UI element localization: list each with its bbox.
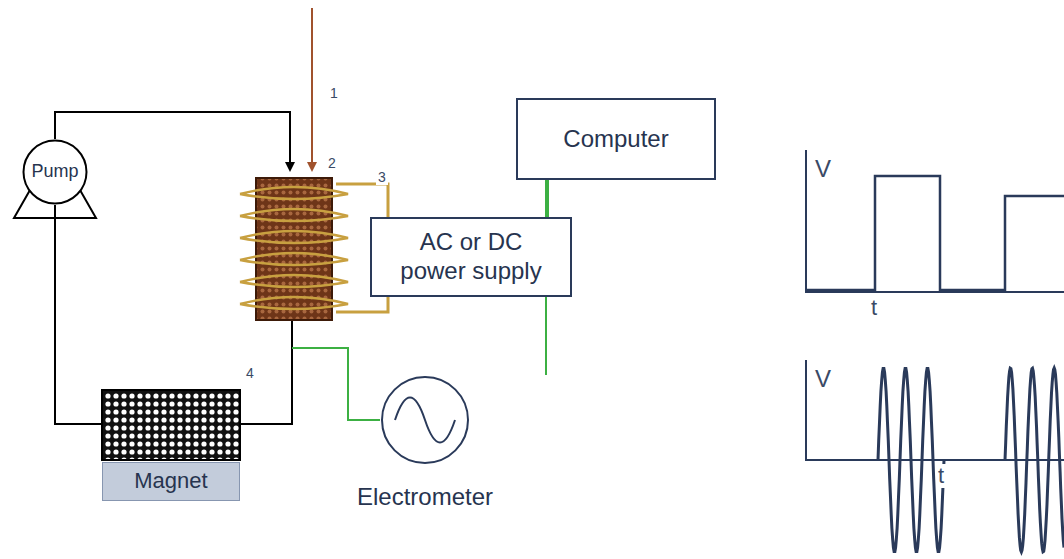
coil-turn <box>240 187 348 199</box>
axis <box>806 150 1064 292</box>
device-box: Computer <box>516 98 716 180</box>
flow-tube <box>55 205 102 424</box>
sine-symbol <box>395 398 455 443</box>
axis-label: t <box>936 464 946 488</box>
device-box: Magnet <box>102 462 240 501</box>
signal-wire <box>292 348 380 420</box>
coil-turn <box>240 231 348 243</box>
flow-tube <box>240 320 292 424</box>
node-label: AC or DC power supply <box>395 228 547 286</box>
node-label: Pump <box>31 161 78 183</box>
coil-turn <box>240 209 348 221</box>
pump-node: Pump <box>22 139 88 205</box>
coil-lead <box>336 184 388 217</box>
axis-label: V <box>813 156 833 182</box>
node-label: Computer <box>563 125 668 154</box>
callout-number: 1 <box>328 86 340 101</box>
flow-tube <box>55 112 290 170</box>
coil-winding <box>240 187 348 309</box>
instrument-label: Electrometer <box>343 483 507 512</box>
magnet-block <box>102 390 240 460</box>
callout-number: 4 <box>244 366 256 381</box>
electrometer-symbol <box>380 375 470 465</box>
sine-burst <box>878 369 944 552</box>
axis-label: t <box>869 296 879 320</box>
coil-turn <box>240 297 348 309</box>
input-arrow <box>311 8 313 170</box>
axis <box>806 360 1064 460</box>
node-label: Magnet <box>134 468 207 494</box>
meter-outline <box>382 377 468 463</box>
coil-lead <box>336 297 388 312</box>
device-box: AC or DC power supply <box>370 217 572 297</box>
sine-burst <box>1005 368 1064 552</box>
callout-number: 2 <box>326 156 338 171</box>
coil-turn <box>240 275 348 287</box>
callout-number: 3 <box>376 170 388 185</box>
coil-turn <box>240 253 348 265</box>
square-wave <box>806 176 1064 290</box>
signal-wire <box>547 180 549 217</box>
axis-label: V <box>813 366 833 392</box>
electrometer-node: Electrometer <box>343 375 507 515</box>
pump-outline <box>24 141 87 204</box>
